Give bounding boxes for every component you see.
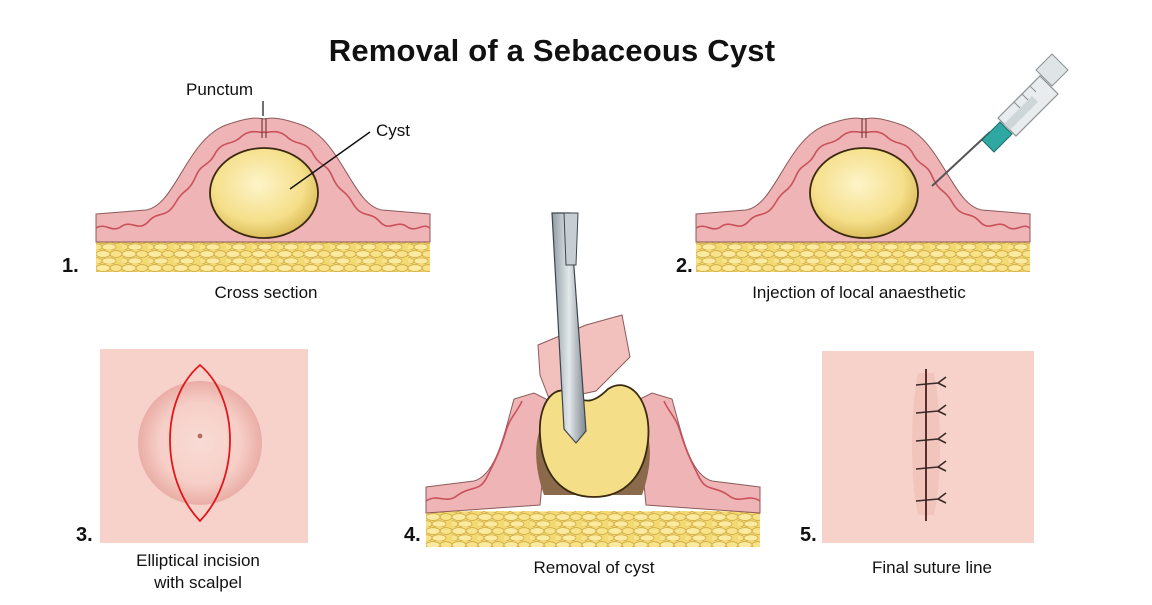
step-number-5: 5. [800,524,817,546]
cyst [209,147,319,239]
punctum-duct [261,118,267,138]
syringe-icon [931,53,1069,187]
dermis-line [695,130,1031,230]
dermis-line [95,130,431,230]
fat-layer [696,240,1030,272]
cyst-label: Cyst [376,121,410,140]
panel-removal [425,212,761,547]
cyst-pointer [289,131,371,190]
panel-cross-section [95,101,431,272]
fat-layer [426,511,760,547]
caption-cross-section: Cross section [214,283,318,302]
panel-injection [695,117,1031,272]
step-number-4: 4. [404,524,421,546]
punctum-label: Punctum [186,80,254,99]
skin-right [635,392,761,514]
panel-elliptical-incision [100,349,308,543]
caption-injection: Injection of local anaesthetic [752,283,966,302]
incision-outline [169,363,231,523]
panel-suture-line [822,351,1034,543]
fat-layer [96,240,430,272]
sutures [915,376,947,504]
step-number-2: 2. [676,255,693,277]
cyst [809,147,919,239]
diagram-title: Removal of a Sebaceous Cyst [328,33,776,68]
step-number-3: 3. [76,524,93,546]
punctum-dot [197,433,203,439]
cyst-bump [138,381,262,505]
step-number-1: 1. [62,255,79,277]
caption-suture-line: Final suture line [871,558,992,577]
skin-left [425,392,551,514]
caption-elliptical-incision: Elliptical incision with scalpel [136,551,260,592]
caption-removal: Removal of cyst [533,558,655,577]
cyst [539,384,650,498]
